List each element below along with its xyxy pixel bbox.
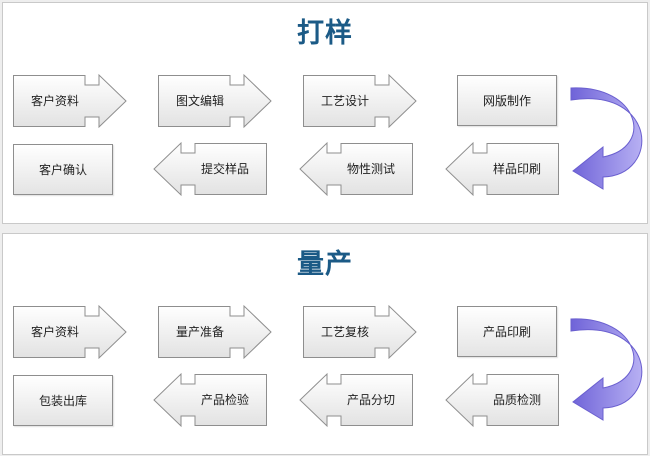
step-label: 物性测试 — [346, 162, 395, 176]
right-arrow-shape — [13, 73, 127, 129]
step-label: 图文编辑 — [175, 94, 224, 108]
flow-box: 客户确认 — [13, 144, 113, 195]
flow-step: 物性测试 — [299, 141, 413, 197]
flow-step: 产品分切 — [299, 372, 413, 428]
curved-arrow-icon — [570, 318, 643, 421]
flow-step: 客户资料 — [13, 73, 127, 129]
right-arrow-shape — [158, 73, 272, 129]
step-label: 产品检验 — [200, 393, 249, 407]
step-label: 客户资料 — [30, 94, 79, 108]
left-arrow-shape — [153, 141, 267, 197]
flow-step: 样品印刷 — [445, 141, 559, 197]
flow-step: 工艺复核 — [303, 304, 417, 360]
flow-step: 品质检测 — [445, 372, 559, 428]
step-label: 工艺复核 — [320, 325, 369, 339]
right-arrow-shape — [303, 73, 417, 129]
left-arrow-shape — [299, 141, 413, 197]
flow-step: 客户资料 — [13, 304, 127, 360]
flow-box: 产品印刷 — [457, 306, 557, 357]
left-arrow-shape — [445, 141, 559, 197]
step-label: 样品印刷 — [492, 162, 541, 176]
flow-step: 产品检验 — [153, 372, 267, 428]
step-label: 量产准备 — [175, 325, 224, 339]
flow-step: 工艺设计 — [303, 73, 417, 129]
step-label: 工艺设计 — [320, 94, 369, 108]
flow-box: 网版制作 — [457, 75, 557, 126]
step-label: 品质检测 — [492, 393, 541, 407]
left-arrow-shape — [445, 372, 559, 428]
right-arrow-shape — [303, 304, 417, 360]
proofing-section: 打样 客户资料 图文编辑 工艺设计 网版制作 客户确认 提交样品 物性测试 样品… — [2, 2, 648, 224]
mass-production-section: 量产 客户资料 量产准备 工艺复核 产品印刷 包装出库 产品检验 产品分切 品质… — [2, 233, 648, 455]
right-arrow-shape — [158, 304, 272, 360]
flow-step: 量产准备 — [158, 304, 272, 360]
section-title: 量产 — [297, 249, 353, 280]
flow-step: 提交样品 — [153, 141, 267, 197]
step-label: 客户资料 — [30, 325, 79, 339]
right-arrow-shape — [13, 304, 127, 360]
section-title: 打样 — [297, 18, 353, 49]
curved-arrow-icon — [570, 87, 643, 190]
step-label: 提交样品 — [200, 162, 249, 176]
left-arrow-shape — [153, 372, 267, 428]
flow-step: 图文编辑 — [158, 73, 272, 129]
left-arrow-shape — [299, 372, 413, 428]
step-label: 产品分切 — [346, 393, 395, 407]
flow-box: 包装出库 — [13, 375, 113, 426]
